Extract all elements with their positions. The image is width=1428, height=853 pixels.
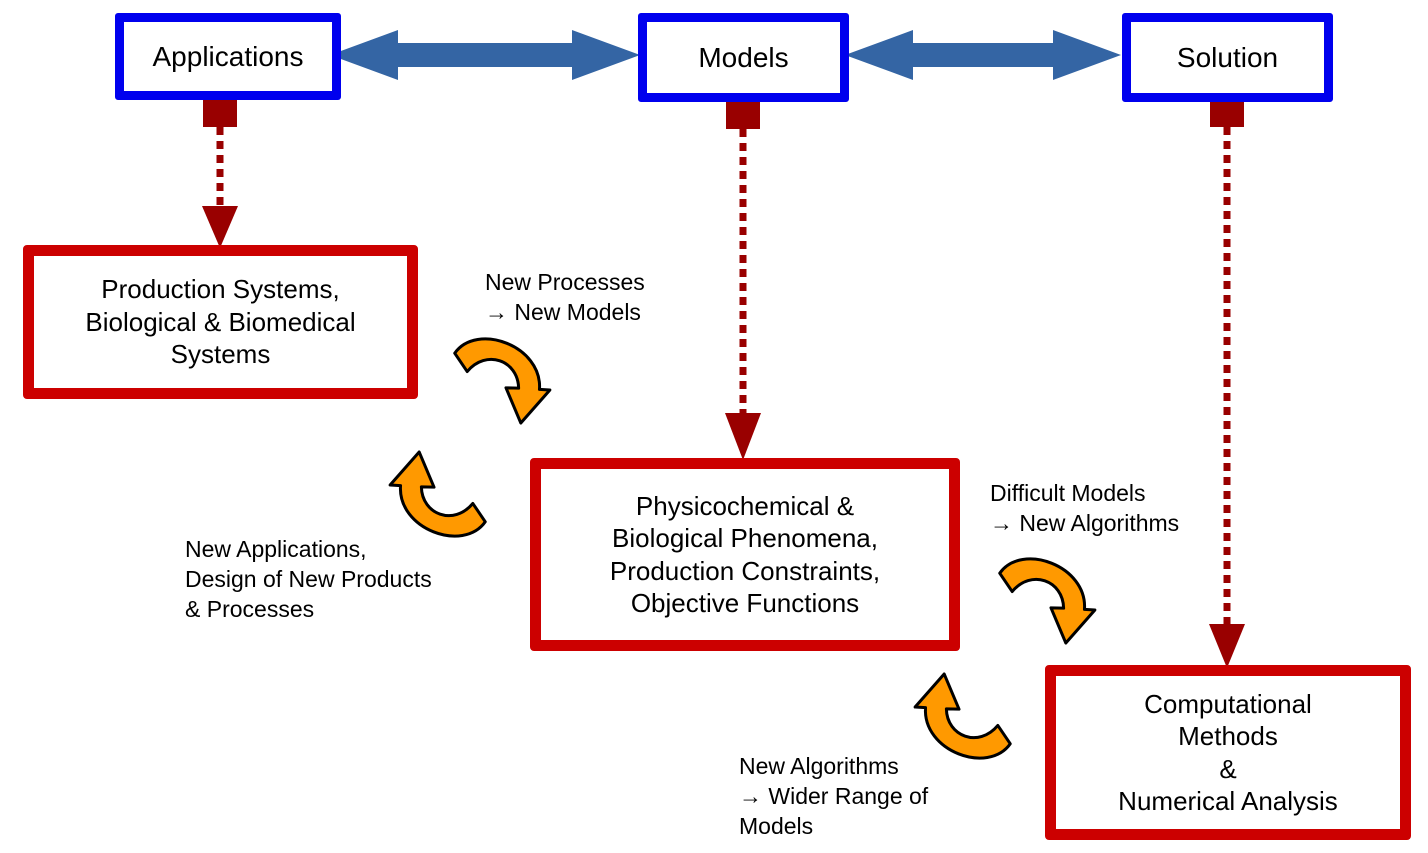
models-label: Models [698, 41, 789, 73]
dotted-arrow-models [725, 95, 761, 460]
computational-methods-box: Computational Methods & Numerical Analys… [1045, 665, 1411, 840]
note-new-processes: New Processes → New Models [485, 269, 645, 325]
cycle-arrow-3 [983, 546, 1107, 650]
note-difficult-models: Difficult Models → New Algorithms [990, 480, 1180, 536]
solution-box: Solution [1122, 13, 1333, 102]
applications-label: Applications [152, 40, 304, 72]
double-arrow-applications-models [330, 30, 640, 80]
note-new-applications: New Applications, Design of New Products… [185, 536, 432, 622]
cycle-arrow-1 [438, 326, 562, 430]
models-box: Models [638, 13, 849, 102]
phenomena-box: Physicochemical & Biological Phenomena, … [530, 458, 960, 651]
dotted-arrow-solution [1209, 93, 1245, 668]
production-systems-box: Production Systems, Biological & Biomedi… [23, 245, 418, 399]
phenomena-label: Physicochemical & Biological Phenomena, … [609, 490, 881, 619]
cycle-arrow-2 [378, 445, 502, 549]
dotted-arrow-applications [202, 93, 238, 248]
computational-methods-label: Computational Methods & Numerical Analys… [1118, 688, 1338, 817]
note-new-algorithms: New Algorithms → Wider Range of Models [739, 753, 929, 839]
applications-box: Applications [115, 13, 341, 100]
production-systems-label: Production Systems, Biological & Biomedi… [85, 274, 356, 370]
solution-label: Solution [1176, 41, 1279, 73]
double-arrow-models-solution [845, 30, 1121, 80]
